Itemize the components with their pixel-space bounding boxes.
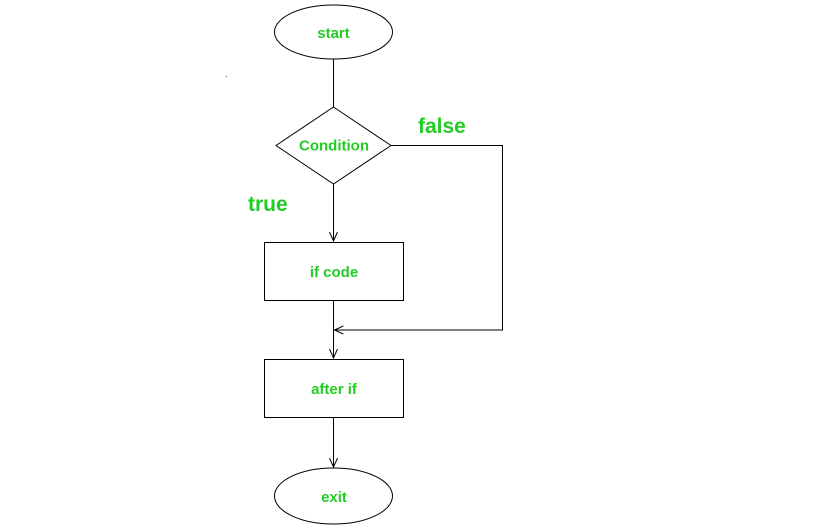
if-code-label: if code <box>310 264 358 281</box>
after-if-label: after if <box>311 381 358 398</box>
true-branch-label: true <box>248 193 288 216</box>
edge-false-to-merge <box>335 145 503 331</box>
start-label: start <box>317 25 350 42</box>
if-code-node <box>264 242 404 301</box>
exit-node <box>274 467 393 525</box>
condition-label: Condition <box>299 138 369 155</box>
exit-label: exit <box>321 489 347 506</box>
stray-dot <box>225 75 228 78</box>
after-if-node <box>264 359 404 418</box>
false-branch-label: false <box>418 115 466 138</box>
